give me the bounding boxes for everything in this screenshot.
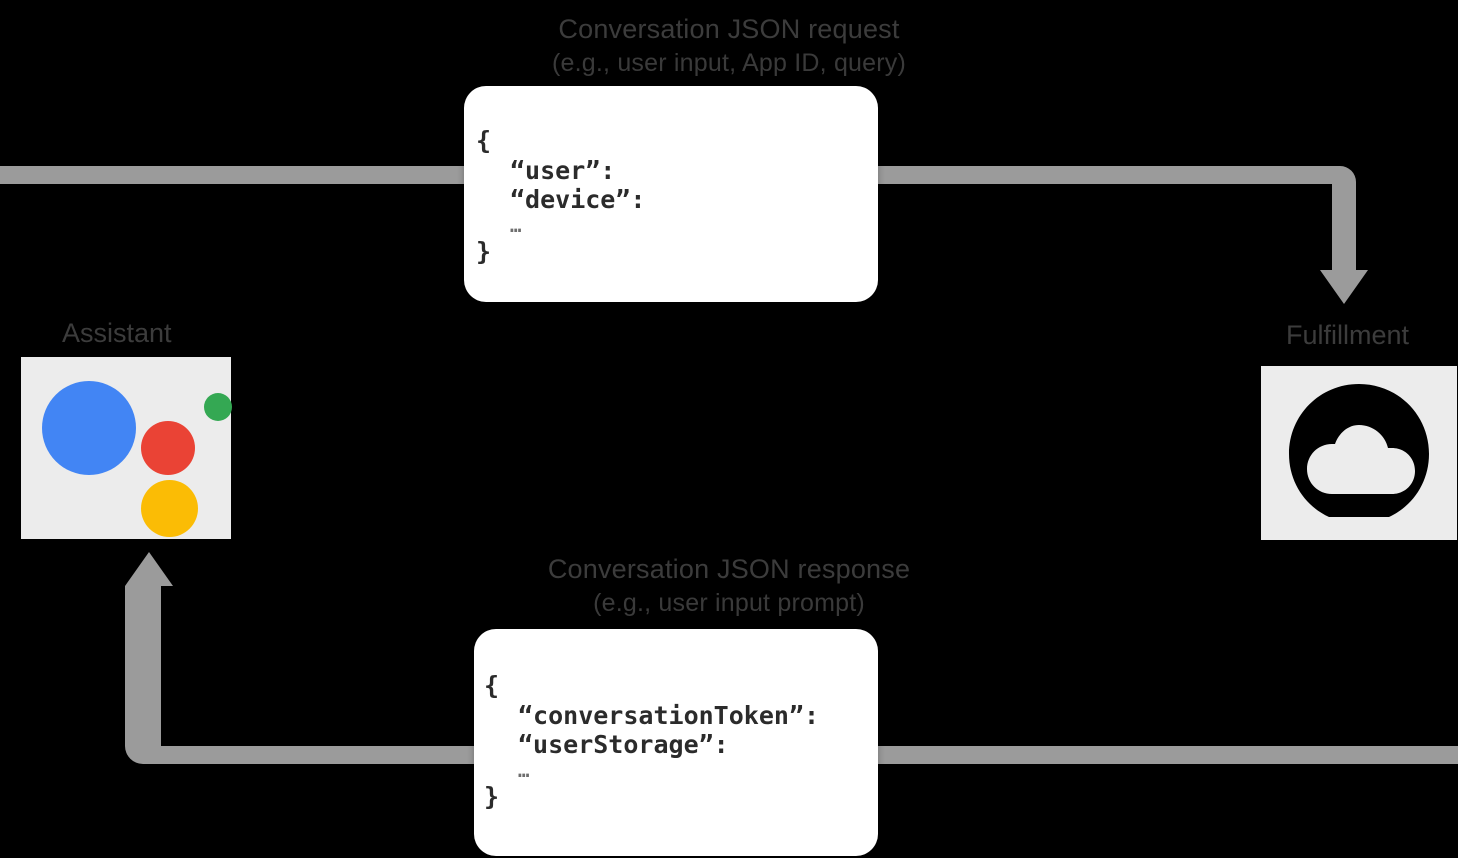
- google-assistant-icon: [28, 363, 232, 537]
- assistant-dot-blue: [42, 381, 136, 475]
- request-json-card: { “user”: “device”: … }: [464, 86, 878, 302]
- json-close-brace: }: [476, 236, 492, 266]
- assistant-node-label: Assistant: [62, 318, 172, 348]
- assistant-dot-yellow: [141, 480, 198, 537]
- json-ellipsis: …: [510, 214, 524, 237]
- json-key-device: “device”:: [510, 185, 646, 214]
- assistant-dot-green: [204, 393, 232, 421]
- cloud-functions-icon: [1289, 384, 1429, 517]
- request-arrow-shape: [0, 166, 1368, 304]
- request-arrow-band: [0, 166, 1368, 306]
- response-json-card: { “conversationToken”: “userStorage”: … …: [474, 629, 878, 856]
- json-key-user: “user”:: [510, 155, 616, 185]
- response-caption-secondary: (e.g., user input prompt): [593, 588, 865, 617]
- request-caption-secondary: (e.g., user input, App ID, query): [552, 48, 906, 77]
- response-caption: Conversation JSON response (e.g., user i…: [0, 552, 1458, 619]
- assistant-dot-red: [141, 421, 195, 475]
- json-open-brace: {: [484, 671, 500, 700]
- response-caption-primary: Conversation JSON response: [547, 554, 911, 584]
- assistant-node[interactable]: [21, 357, 232, 539]
- json-key-user-storage: “userStorage”:: [518, 730, 729, 759]
- json-open-brace: {: [476, 126, 492, 155]
- request-caption: Conversation JSON request (e.g., user in…: [0, 12, 1458, 79]
- fulfillment-node-label: Fulfillment: [1286, 320, 1410, 350]
- fulfillment-node[interactable]: [1261, 366, 1457, 540]
- json-key-conversation-token: “conversationToken”:: [518, 700, 820, 730]
- json-ellipsis: …: [518, 759, 532, 782]
- request-caption-primary: Conversation JSON request: [558, 14, 900, 44]
- json-close-brace: }: [484, 781, 500, 811]
